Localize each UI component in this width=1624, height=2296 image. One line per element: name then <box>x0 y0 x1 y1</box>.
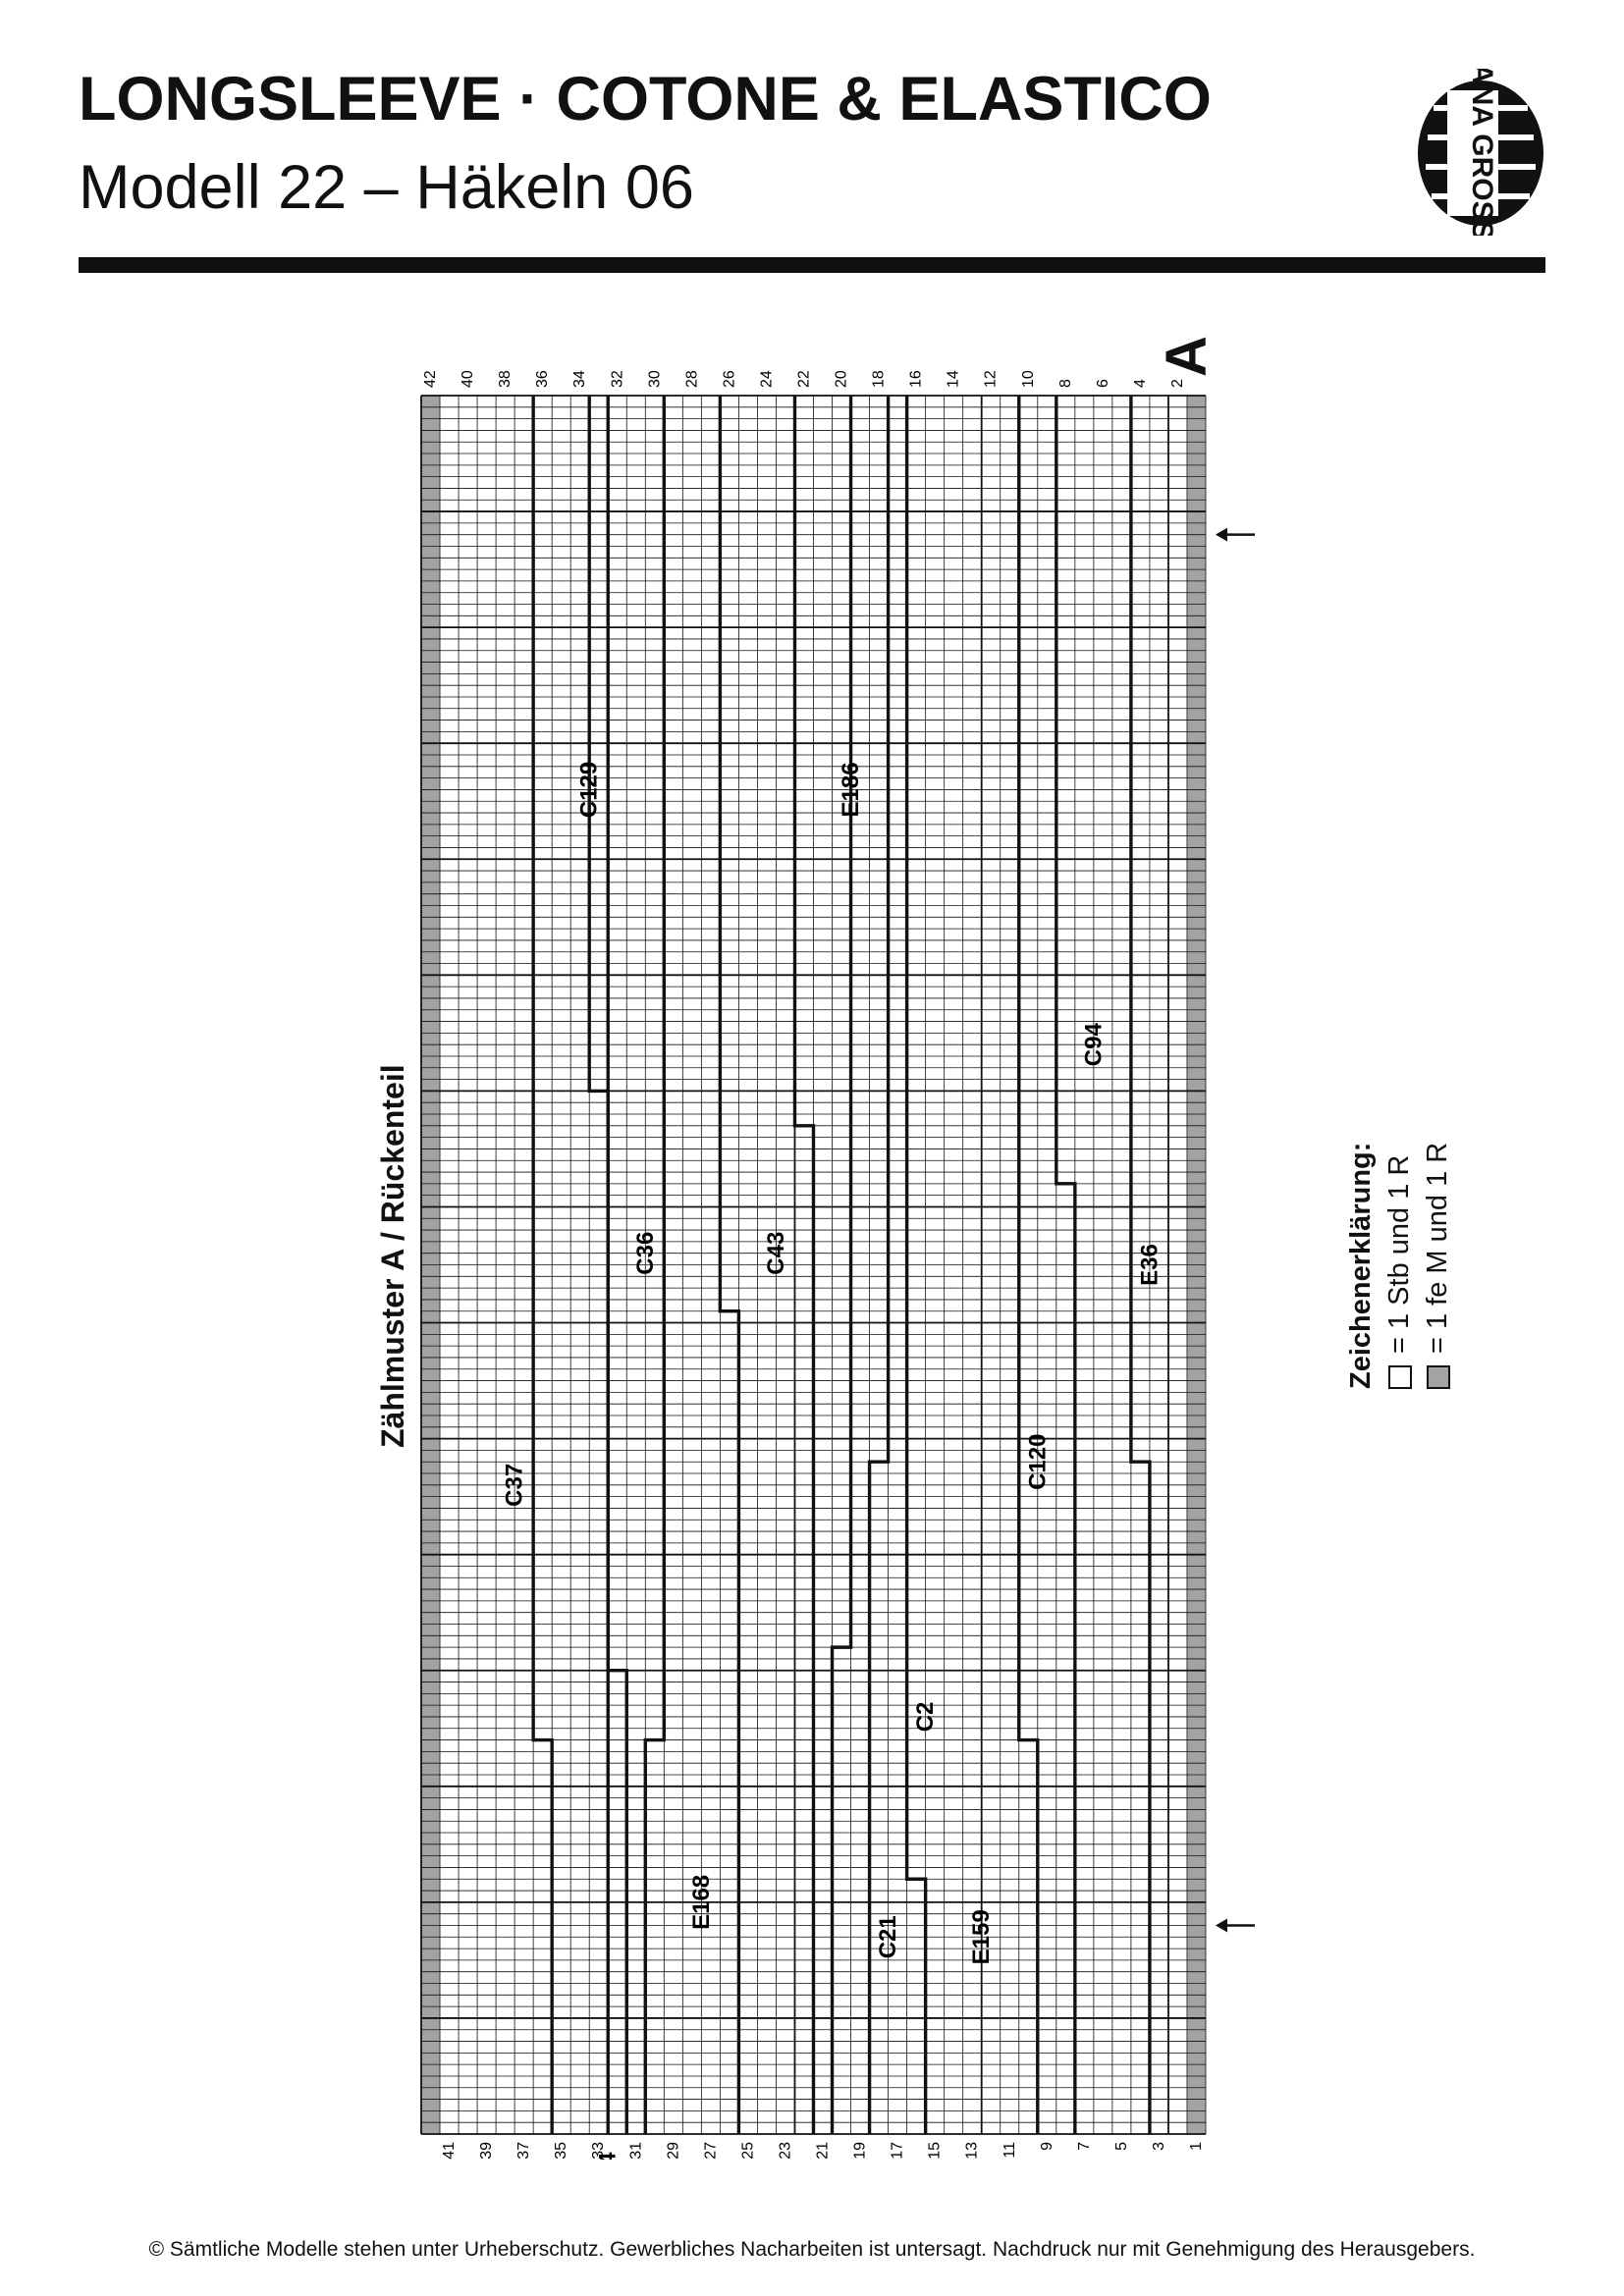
color-label: C129 <box>576 762 603 818</box>
column-number-top: 10 <box>1020 370 1037 388</box>
color-change-line <box>1055 396 1077 2134</box>
color-change-line <box>830 396 853 2134</box>
logo-text: LANA GROSSA <box>1466 69 1498 236</box>
copyright-footer: © Sämtliche Modelle stehen unter Urheber… <box>148 2238 1476 2261</box>
grey-square-icon <box>1426 1365 1450 1389</box>
column-number-top: 36 <box>534 370 551 388</box>
legend-item-white: = 1 Stb und 1 R <box>1383 1143 1416 1389</box>
column-number-top: 8 <box>1057 379 1074 388</box>
column-number-bottom: 39 <box>478 2142 495 2160</box>
color-label: C124 <box>595 2152 622 2160</box>
column-number-bottom: 1 <box>1188 2142 1205 2151</box>
color-label: C2 <box>912 1702 939 1733</box>
color-label: E159 <box>968 1909 995 1964</box>
color-change-line <box>606 396 628 2134</box>
column-number-top: 34 <box>571 370 588 388</box>
column-number-top: 14 <box>946 370 962 388</box>
legend: Zeichenerklärung: = 1 Stb und 1 R = 1 fe… <box>1345 1143 1454 1389</box>
column-number-bottom: 15 <box>927 2142 944 2160</box>
column-number-bottom: 23 <box>777 2142 793 2160</box>
color-label: E36 <box>1136 1244 1163 1286</box>
color-change-line <box>531 396 554 2134</box>
color-label: C94 <box>1080 1023 1107 1067</box>
legend-title: Zeichenerklärung: <box>1345 1142 1377 1389</box>
column-number-bottom: 37 <box>515 2142 532 2160</box>
column-number-bottom: 21 <box>815 2142 832 2160</box>
color-label: E168 <box>688 1875 715 1930</box>
column-number-bottom: 33 <box>590 2142 607 2160</box>
color-label: C36 <box>632 1232 659 1275</box>
column-number-top: 26 <box>721 370 737 388</box>
column-number-bottom: 9 <box>1039 2142 1056 2151</box>
arrow-head-icon <box>1216 1918 1227 1933</box>
column-number-top: 40 <box>460 370 476 388</box>
column-number-top: 12 <box>983 370 1000 388</box>
color-change-line <box>867 396 891 2134</box>
column-number-bottom: 11 <box>1001 2142 1018 2159</box>
legend-label: = 1 fe M und 1 R <box>1422 1142 1453 1354</box>
column-number-bottom: 5 <box>1113 2142 1130 2151</box>
white-square-icon <box>1387 1365 1412 1389</box>
chart-letter: A <box>1155 336 1218 377</box>
color-change-line <box>1129 396 1152 2134</box>
column-number-bottom: 31 <box>627 2142 644 2160</box>
column-number-top: 32 <box>609 370 625 388</box>
page-title: LONGSLEEVE · COTONE & ELASTICO <box>79 65 1212 133</box>
color-change-line <box>1017 396 1040 2134</box>
color-change-line <box>904 396 928 2134</box>
color-change-line <box>718 396 741 2134</box>
header-rule <box>79 257 1545 273</box>
color-label: C21 <box>875 1915 901 1958</box>
color-label: E186 <box>838 762 864 817</box>
column-number-bottom: 25 <box>739 2142 756 2160</box>
column-number-top: 38 <box>497 370 514 388</box>
legend-item-grey: = 1 fe M und 1 R <box>1422 1143 1454 1389</box>
color-change-line <box>792 396 816 2134</box>
column-number-top: 22 <box>795 370 812 388</box>
column-number-bottom: 19 <box>852 2142 869 2160</box>
column-number-top: 2 <box>1169 379 1186 388</box>
column-number-top: 28 <box>683 370 700 388</box>
chart-title: Zählmuster A / Rückenteil <box>375 1064 410 1448</box>
column-number-bottom: 35 <box>553 2142 569 2160</box>
legend-label: = 1 Stb und 1 R <box>1383 1154 1415 1354</box>
column-number-top: 4 <box>1132 379 1149 388</box>
column-number-bottom: 13 <box>964 2142 981 2160</box>
color-label: C43 <box>763 1232 789 1275</box>
column-number-bottom: 17 <box>890 2142 906 2160</box>
column-number-top: 30 <box>646 370 663 388</box>
column-number-top: 20 <box>834 370 850 388</box>
column-number-bottom: 41 <box>441 2142 458 2160</box>
page-subtitle: Modell 22 – Häkeln 06 <box>79 153 694 222</box>
color-label: C120 <box>1024 1434 1051 1490</box>
column-number-top: 16 <box>908 370 925 388</box>
column-number-bottom: 29 <box>665 2142 681 2160</box>
column-number-top: 18 <box>871 370 888 388</box>
column-number-bottom: 27 <box>702 2142 719 2160</box>
color-change-line <box>643 396 667 2134</box>
color-label: C37 <box>502 1464 528 1507</box>
column-number-bottom: 3 <box>1151 2142 1167 2151</box>
column-number-top: 6 <box>1095 379 1111 388</box>
column-number-top: 24 <box>758 370 775 388</box>
arrow-head-icon <box>1216 527 1227 542</box>
column-number-top: 42 <box>422 370 439 388</box>
lana-grossa-logo: LANA GROSSA <box>1418 69 1543 236</box>
column-number-bottom: 7 <box>1076 2142 1093 2151</box>
